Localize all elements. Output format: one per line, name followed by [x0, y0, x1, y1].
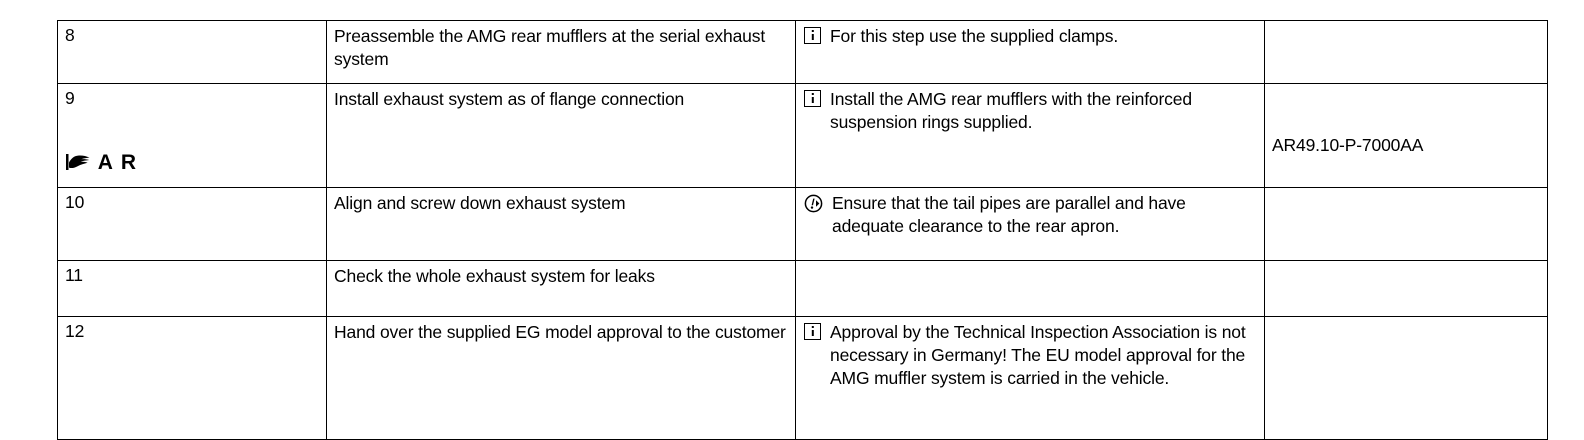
info-icon [804, 90, 821, 107]
step-number: 12 [65, 321, 85, 341]
info-icon [804, 27, 821, 44]
reference-cell [1264, 187, 1548, 261]
procedure-table: 8 Preassemble the AMG rear mufflers at t… [57, 20, 1548, 440]
table-row: 10 Align and screw down exhaust system [57, 187, 1548, 261]
operation-cell: Align and screw down exhaust system [326, 187, 796, 261]
note-text: For this step use the supplied clamps. [830, 26, 1119, 46]
note-cell [795, 260, 1265, 317]
info-icon [804, 323, 821, 340]
ar-label: A R [97, 151, 138, 175]
operation-cell: Preassemble the AMG rear mufflers at the… [326, 20, 796, 84]
operation-cell: Check the whole exhaust system for leaks [326, 260, 796, 317]
operation-text: Check the whole exhaust system for leaks [334, 266, 655, 286]
operation-text: Install exhaust system as of flange conn… [334, 89, 685, 109]
step-number: 11 [65, 265, 83, 285]
reference-cell [1264, 316, 1548, 440]
pointing-hand-icon [65, 153, 91, 171]
reference-text: AR49.10-P-7000AA [1272, 135, 1424, 155]
step-number-cell: 11 [57, 260, 327, 317]
reference-cell: AR49.10-P-7000AA [1264, 83, 1548, 188]
table-row: 9 A R Install exhaust system as of flang… [57, 83, 1548, 188]
operation-cell: Install exhaust system as of flange conn… [326, 83, 796, 188]
reference-cell [1264, 260, 1548, 317]
step-number: 10 [65, 192, 85, 212]
note-cell: Ensure that the tail pipes are parallel … [795, 187, 1265, 261]
step-number-cell: 10 [57, 187, 327, 261]
table-row: 12 Hand over the supplied EG model appro… [57, 316, 1548, 440]
note-text: Ensure that the tail pipes are parallel … [832, 193, 1186, 236]
note-cell: Install the AMG rear mufflers with the r… [795, 83, 1265, 188]
step-number-cell: 12 [57, 316, 327, 440]
note-text: Approval by the Technical Inspection Ass… [830, 322, 1246, 388]
note-cell: For this step use the supplied clamps. [795, 20, 1265, 84]
reference-cell [1264, 20, 1548, 84]
note-text: Install the AMG rear mufflers with the r… [830, 89, 1192, 132]
table-row: 8 Preassemble the AMG rear mufflers at t… [57, 20, 1548, 84]
operation-cell: Hand over the supplied EG model approval… [326, 316, 796, 440]
note-block: Install the AMG rear mufflers with the r… [803, 88, 1257, 134]
table-row: 11 Check the whole exhaust system for le… [57, 260, 1548, 317]
note-block: For this step use the supplied clamps. [803, 25, 1257, 48]
operation-text: Align and screw down exhaust system [334, 193, 626, 213]
step-number-cell: 9 A R [57, 83, 327, 188]
step-number: 9 [65, 88, 75, 108]
operation-text: Preassemble the AMG rear mufflers at the… [334, 26, 766, 69]
note-block: Approval by the Technical Inspection Ass… [803, 321, 1257, 389]
step-number: 8 [65, 25, 75, 45]
note-cell: Approval by the Technical Inspection Ass… [795, 316, 1265, 440]
note-block: Ensure that the tail pipes are parallel … [803, 192, 1257, 238]
step-number-cell: 8 [57, 20, 327, 84]
operation-text: Hand over the supplied EG model approval… [334, 322, 786, 342]
ar-marker: A R [65, 152, 319, 173]
attention-icon [804, 194, 823, 213]
